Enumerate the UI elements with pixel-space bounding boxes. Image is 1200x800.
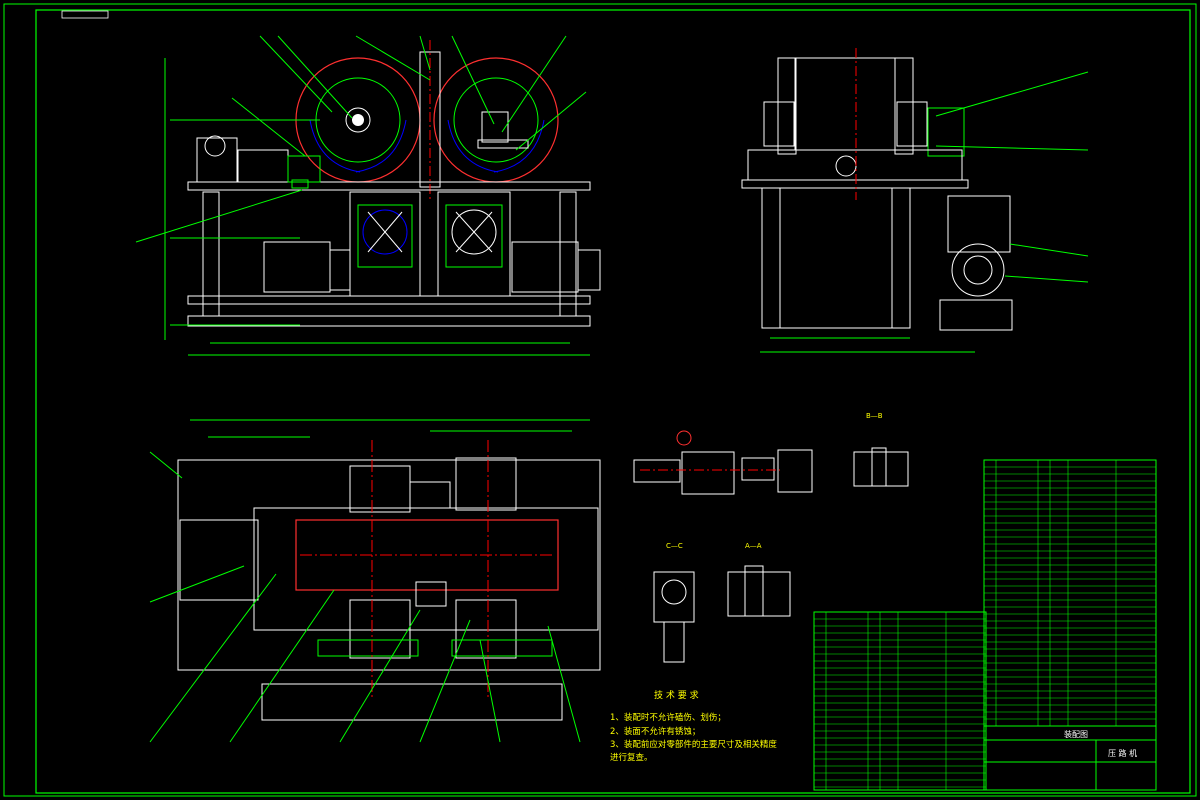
svg-text:A—A: A—A [745, 542, 762, 550]
tech-item-4: 进行复查。 [610, 752, 653, 763]
tech-item-1: 1、装配时不允许磕伤、划伤； [610, 712, 726, 723]
svg-text:B—B: B—B [866, 412, 883, 420]
detail-view-b: B—B [853, 412, 909, 487]
svg-text:C—C: C—C [666, 542, 683, 550]
front-view [135, 35, 601, 356]
detail-view-a: A—A [727, 542, 791, 617]
corner-code-box [61, 10, 109, 19]
drawing-type: 装配图 [1064, 729, 1088, 739]
tech-title: 技 术 要 求 [654, 689, 699, 701]
tech-item-2: 2、装面不允许有锈蚀； [610, 726, 700, 737]
parts-list-lower [813, 611, 987, 791]
parts-list-upper [983, 459, 1157, 727]
outer-frame [3, 3, 1197, 797]
inner-frame [35, 9, 1191, 794]
title-block: 装配图 压 路 机 [983, 725, 1157, 791]
detail-view-i [633, 430, 813, 495]
plan-view [149, 419, 601, 743]
part-name: 压 路 机 [1108, 748, 1137, 758]
detail-view-c: C—C [653, 542, 695, 663]
side-view [741, 48, 1089, 353]
tech-item-3: 3、装配前应对零部件的主要尺寸及相关精度 [610, 739, 777, 750]
tech-requirements: 技 术 要 求 1、装配时不允许磕伤、划伤； 2、装面不允许有锈蚀； 3、装配前… [610, 689, 777, 763]
